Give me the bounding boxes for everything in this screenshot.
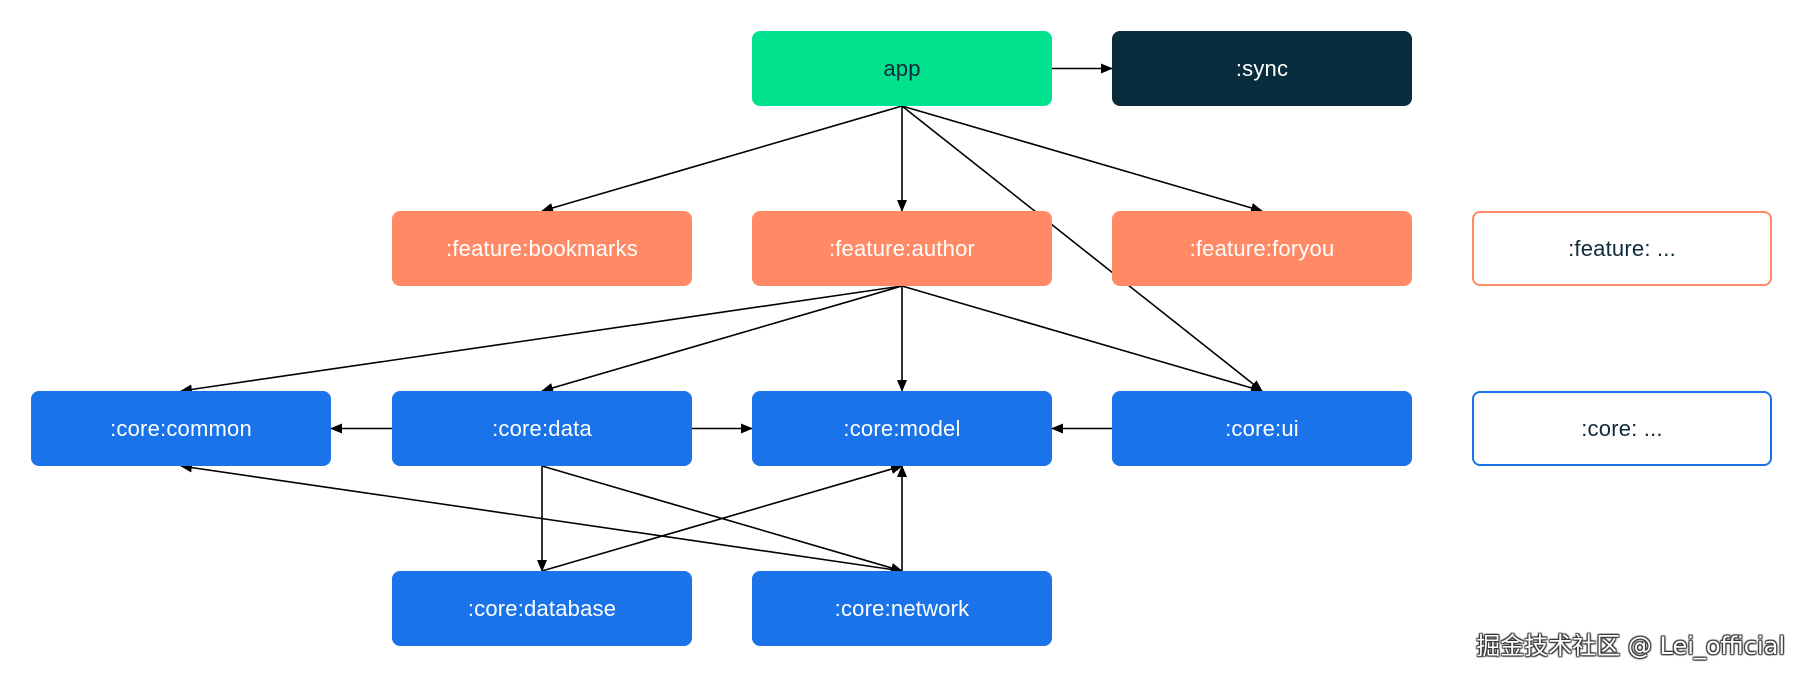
legend-feature-node: :feature: ...: [1472, 211, 1772, 286]
edge-feature-author-to-core-data: [541, 285, 903, 393]
core-data-node[interactable]: :core:data: [392, 391, 692, 466]
legend-core-node: :core: ...: [1472, 391, 1772, 466]
edge-app-to-feature-foryou: [901, 105, 1263, 213]
sync-module-node[interactable]: :sync: [1112, 31, 1412, 106]
core-database-node[interactable]: :core:database: [392, 571, 692, 646]
core-common-node[interactable]: :core:common: [31, 391, 331, 466]
edge-core-network-to-core-common: [180, 462, 903, 572]
edge-core-database-to-core-model: [541, 464, 903, 572]
core-network-node[interactable]: :core:network: [752, 571, 1052, 646]
core-ui-node[interactable]: :core:ui: [1112, 391, 1412, 466]
core-model-node[interactable]: :core:model: [752, 391, 1052, 466]
edge-feature-author-to-core-ui: [901, 285, 1263, 393]
watermark-text: 掘金技术社区 @ Lei_official: [1476, 632, 1785, 660]
feature-author-node[interactable]: :feature:author: [752, 211, 1052, 286]
edge-app-to-feature-bookmarks: [541, 105, 903, 213]
feature-foryou-node[interactable]: :feature:foryou: [1112, 211, 1412, 286]
app-module-node[interactable]: app: [752, 31, 1052, 106]
edge-feature-author-to-core-common: [180, 285, 903, 395]
edge-app-to-core-ui: [901, 105, 1263, 392]
feature-bookmarks-node[interactable]: :feature:bookmarks: [392, 211, 692, 286]
